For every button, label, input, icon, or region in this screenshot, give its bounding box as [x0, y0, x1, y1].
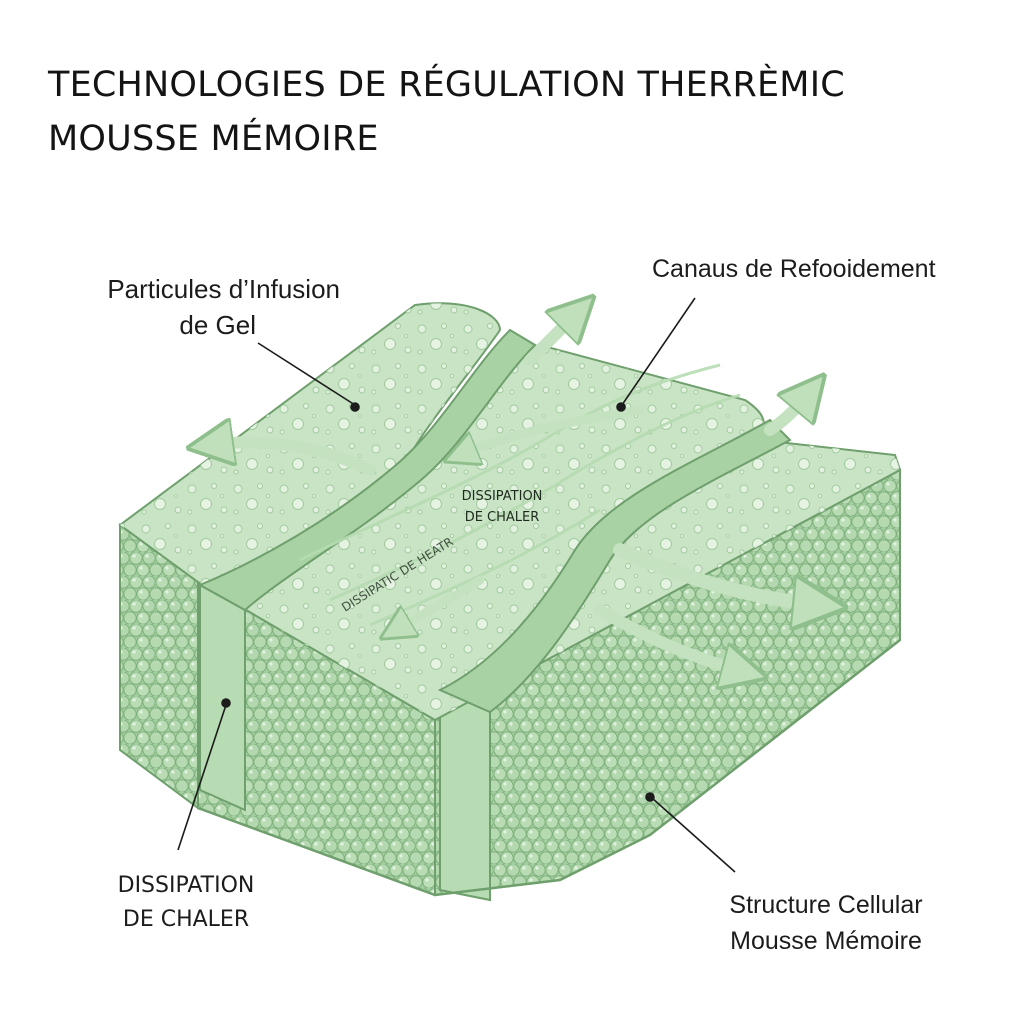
leader-heat-bottom-dot — [221, 698, 231, 708]
leader-cell-dot — [645, 792, 655, 802]
arrow-inner — [460, 405, 645, 455]
label-heat-center-1: DISSIPATION — [462, 489, 543, 504]
label-gel-particles-2: de Gel — [179, 310, 256, 340]
heat-arrows — [210, 312, 820, 672]
front-skin-band-2 — [439, 688, 491, 902]
leader-gel — [257, 342, 356, 406]
arrow-right-top — [764, 392, 810, 436]
label-cell-structure-2: Mousse Mémoire — [730, 927, 922, 955]
label-heat-bottom-2: DE CHALER — [123, 907, 249, 932]
arrow-left — [210, 442, 376, 476]
leader-channels-dot — [616, 402, 626, 412]
label-heat-bottom-1: DISSIPATION — [118, 873, 255, 898]
title-line-2: MOUSSE MÉMOIRE — [48, 119, 379, 159]
title-line-1: TECHNOLOGIES DE RÉGULATION THERRÈMIC — [48, 65, 845, 105]
arrow-right-lower — [594, 604, 745, 672]
foam-block — [118, 303, 902, 902]
leader-lines — [177, 297, 736, 873]
front-skin-band — [199, 583, 246, 812]
leader-gel-dot — [350, 402, 360, 412]
label-cooling-channels: Canaus de Refooidement — [652, 255, 936, 283]
leader-cell — [651, 797, 736, 873]
leader-heat-bottom — [177, 704, 227, 851]
arrow-top — [524, 312, 578, 366]
bottom-edge — [197, 639, 901, 897]
label-cell-structure-1: Structure Cellular — [729, 891, 922, 919]
arrow-down-left — [395, 575, 485, 630]
leader-channels — [621, 297, 696, 406]
diagram-title: TECHNOLOGIES DE RÉGULATION THERRÈMIC MOU… — [48, 58, 845, 166]
label-gel-particles-1: Particules d’Infusion — [107, 274, 340, 304]
arrow-right — [613, 543, 820, 605]
label-heat-center-2: DE CHALER — [465, 510, 540, 525]
